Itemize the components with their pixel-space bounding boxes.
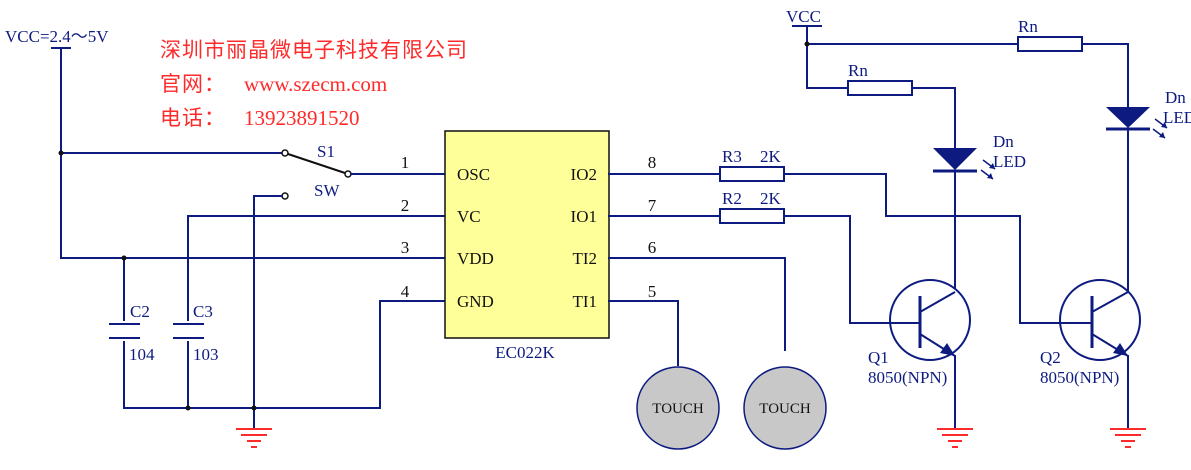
q1-base-wire: [783, 215, 891, 324]
led2-ref: Dn: [1165, 88, 1186, 107]
ground-symbol-q2: [1110, 428, 1146, 448]
pin4-number: 4: [401, 282, 410, 301]
q2-base-wire: [783, 173, 1061, 324]
phone-label: 电话：: [160, 106, 226, 130]
ic-body: [444, 130, 610, 339]
transistor-q2: [1059, 279, 1141, 361]
led1-type: LED: [993, 152, 1026, 171]
pin3-number: 3: [401, 238, 410, 257]
gnd-wire: [123, 300, 446, 409]
vcc-right-wire-top: [806, 25, 1019, 45]
pin2-name: VC: [457, 207, 481, 226]
c3-value: 103: [193, 345, 219, 364]
r2-value: 2K: [760, 189, 782, 208]
pin5-number: 5: [648, 282, 657, 301]
c3-ref: C3: [193, 302, 213, 321]
vcc-right-wire-mid: [806, 43, 849, 89]
website-label: 官网：: [160, 72, 226, 96]
ti1-wire: [608, 300, 679, 366]
rn2-ref: Rn: [1018, 17, 1038, 36]
pin2-number: 2: [401, 196, 410, 215]
phone-number: 13923891520: [244, 106, 360, 130]
switch-ref: S1: [317, 142, 335, 161]
ground-symbol-q1: [937, 428, 973, 448]
q1-ref: Q1: [868, 348, 889, 367]
capacitor-c3: [173, 321, 204, 341]
rn1-ref: Rn: [848, 61, 868, 80]
led1-ref: Dn: [993, 132, 1014, 151]
capacitor-c2: [109, 321, 140, 341]
pin7-name: IO1: [571, 207, 597, 226]
touch-pad-2: [743, 366, 827, 450]
vc-wire: [187, 215, 446, 409]
pin1-number: 1: [401, 153, 410, 172]
c2-value: 104: [129, 345, 155, 364]
junction-dots: [58, 41, 810, 411]
resistor-r3: [719, 166, 785, 182]
vcc-range-label: VCC=2.4～5V: [5, 27, 109, 46]
rn1-out-wire: [911, 87, 956, 149]
r2-ref: R2: [722, 189, 742, 208]
r3-value: 2K: [760, 147, 782, 166]
touch-pad-1: [636, 366, 720, 450]
rn2-out-wire: [1081, 43, 1129, 108]
resistor-rn-2: [1017, 36, 1083, 52]
pin3-name: VDD: [457, 249, 494, 268]
pin5-name: TI1: [572, 292, 597, 311]
q1-part: 8050(NPN): [868, 368, 947, 387]
led-2: [1106, 107, 1168, 139]
resistor-rn-1: [847, 80, 913, 96]
q2-part: 8050(NPN): [1040, 368, 1119, 387]
resistor-r2: [719, 208, 785, 224]
ground-symbol-left: [236, 428, 272, 448]
pin4-name: GND: [457, 292, 494, 311]
q2-ref: Q2: [1040, 348, 1061, 367]
ti2-wire: [608, 257, 786, 351]
ic-name: EC022K: [495, 343, 555, 362]
pin1-name: OSC: [457, 165, 490, 184]
touch-pad-1-label: TOUCH: [652, 401, 704, 417]
touch-pad-2-label: TOUCH: [759, 401, 811, 417]
led2-type: LED: [1163, 108, 1191, 127]
company-name: 深圳市丽晶微电子科技有限公司: [160, 38, 468, 62]
pin8-name: IO2: [571, 165, 597, 184]
vcc-label: VCC: [786, 7, 821, 26]
c2-ref: C2: [130, 302, 150, 321]
led-1: [933, 148, 996, 180]
switch-ground-wire: [253, 195, 283, 409]
pin7-number: 7: [648, 196, 657, 215]
switch-type: SW: [314, 181, 340, 200]
r3-ref: R3: [722, 147, 742, 166]
transistor-q1: [889, 279, 971, 361]
pin6-number: 6: [648, 238, 657, 257]
pin6-name: TI2: [572, 249, 597, 268]
website-url: www.szecm.com: [244, 72, 387, 96]
pin8-number: 8: [648, 153, 657, 172]
